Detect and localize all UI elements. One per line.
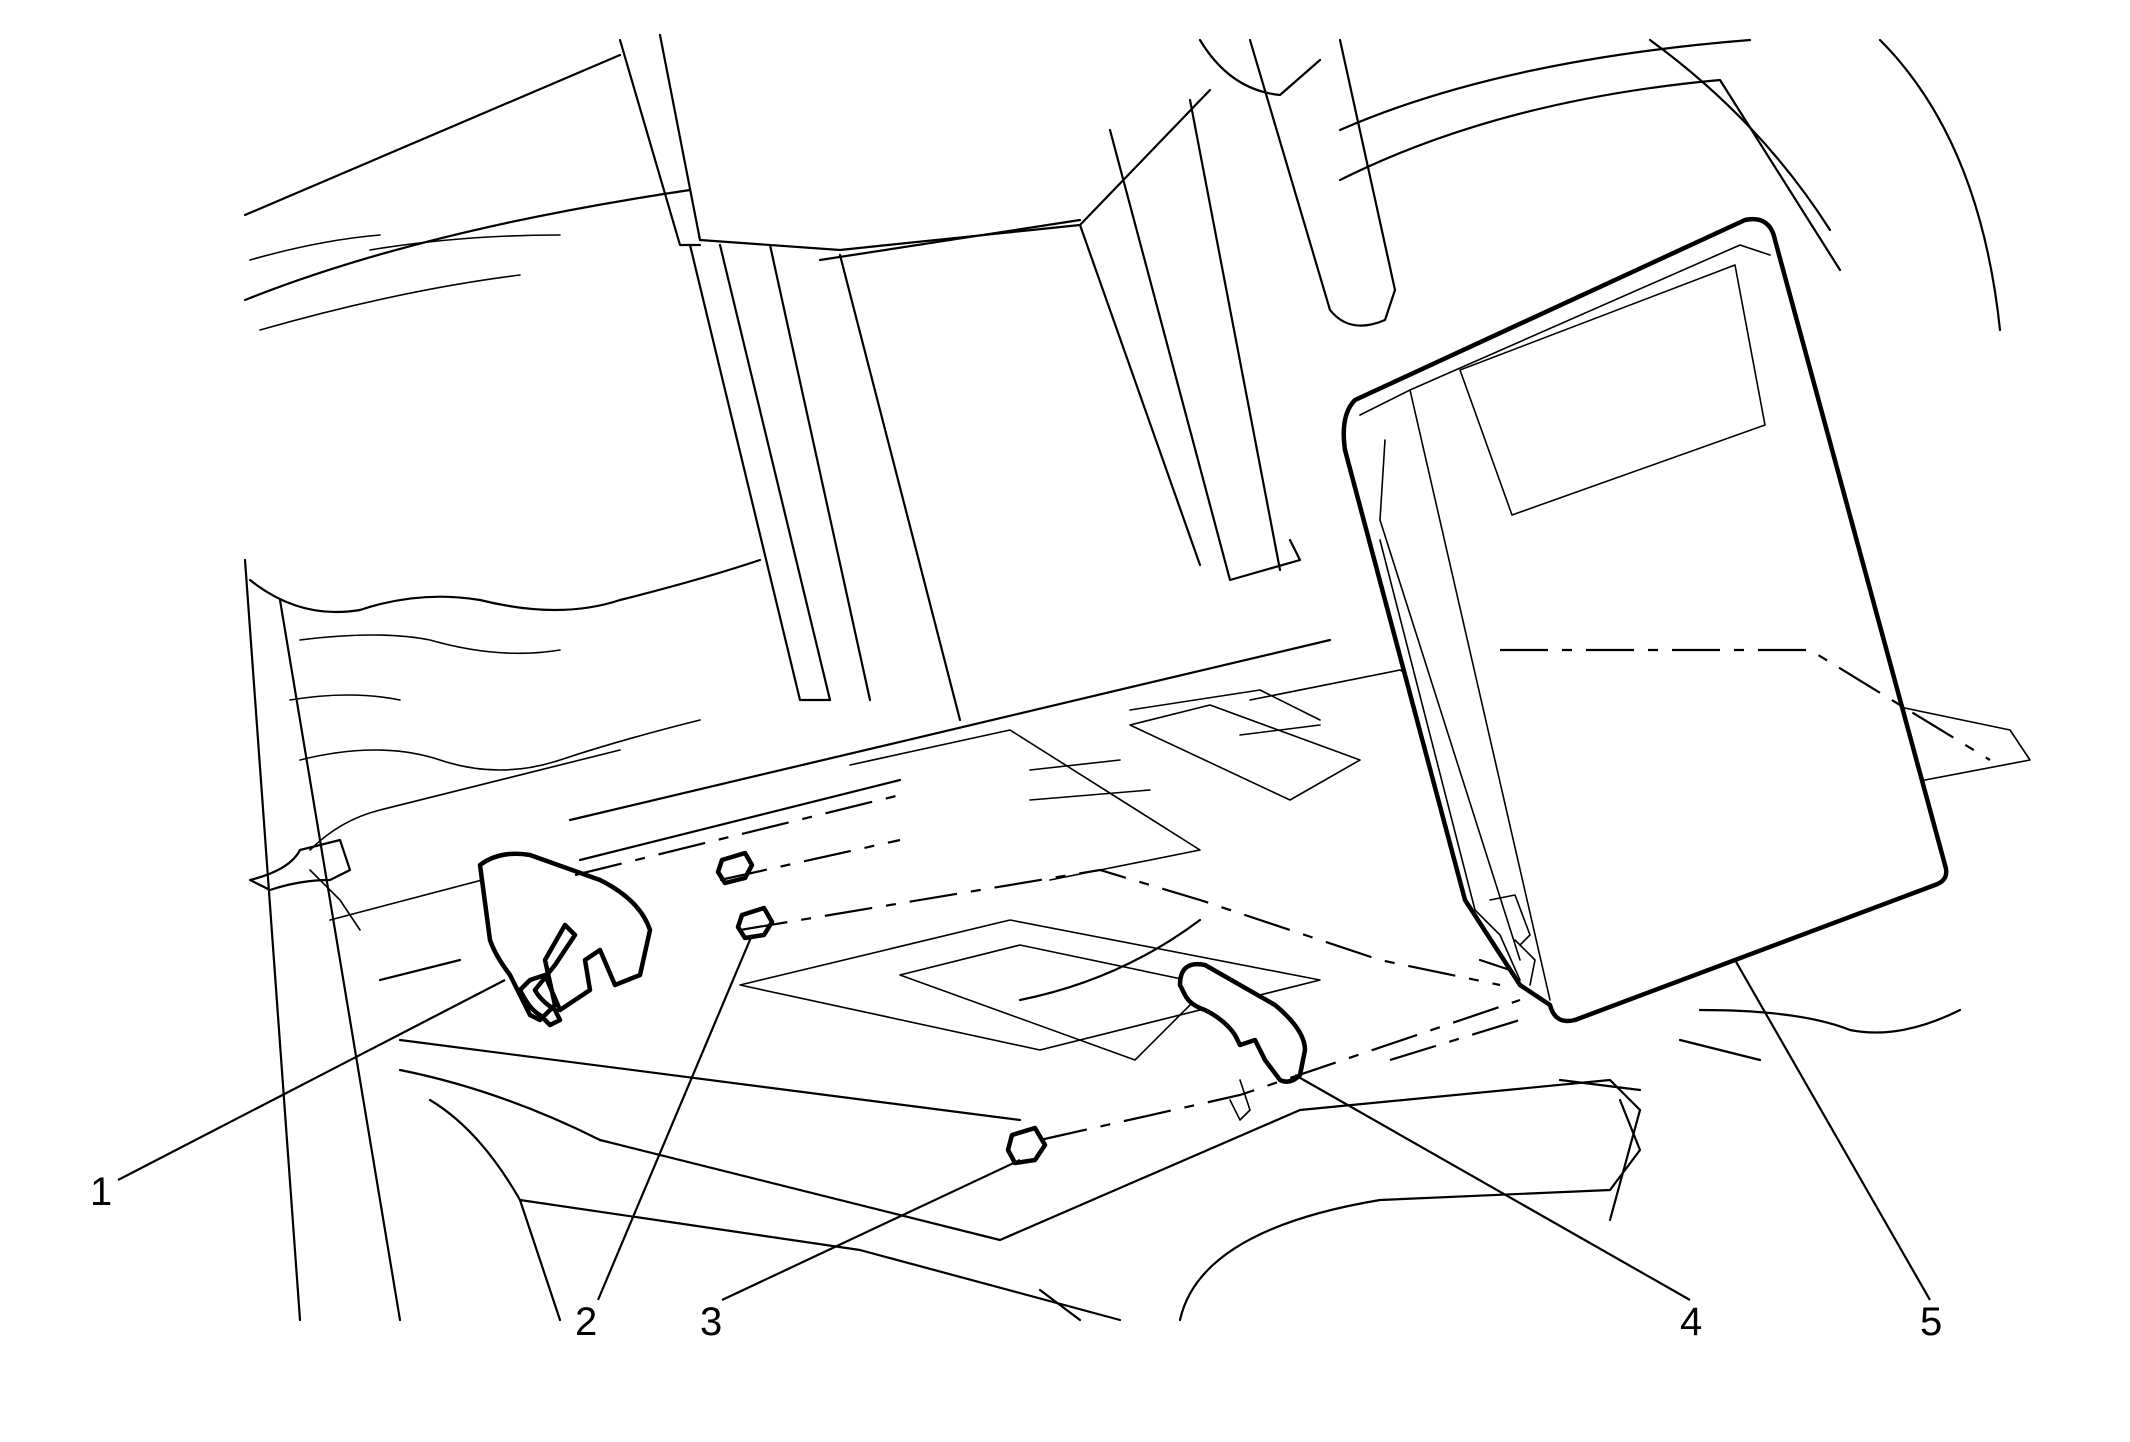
callout-1: 1 <box>90 1170 112 1214</box>
leader-line-5 <box>1734 959 1931 1301</box>
callout-3: 3 <box>700 1300 722 1344</box>
leader-line-4 <box>1294 1074 1691 1301</box>
callout-4: 4 <box>1680 1300 1702 1344</box>
callout-2: 2 <box>575 1300 597 1344</box>
callout-5: 5 <box>1920 1300 1942 1344</box>
right-hinge-bracket <box>1177 961 1308 1121</box>
leader-line-1 <box>117 979 506 1181</box>
callout-labels: 1 2 3 4 5 <box>90 1170 1942 1344</box>
nut <box>1005 1125 1048 1166</box>
vehicle-body-outline <box>243 33 2031 1322</box>
seat-back <box>1341 216 1949 1024</box>
bolts <box>715 850 775 941</box>
left-hinge-bracket <box>477 851 653 1028</box>
leader-line-2 <box>596 934 754 1301</box>
hinge-axis-lines <box>574 648 1991 1142</box>
leader-line-3 <box>721 1159 1021 1301</box>
leader-lines <box>117 934 1931 1301</box>
